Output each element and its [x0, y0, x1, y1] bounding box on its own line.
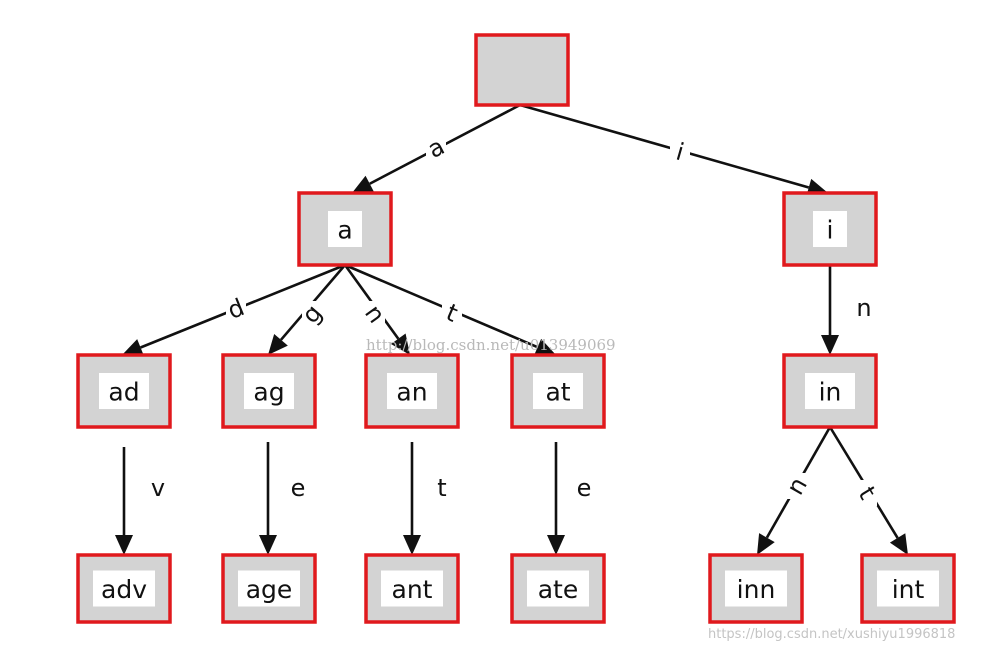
- edge-label-background: [857, 480, 877, 506]
- node-label: age: [246, 575, 293, 604]
- node-label: at: [545, 378, 570, 407]
- node-label-background: [328, 211, 362, 247]
- arrowhead-icon: [115, 535, 133, 555]
- node-label-background: [99, 373, 149, 409]
- node-in: in: [782, 353, 878, 429]
- node-ad: ad: [76, 353, 172, 429]
- node-label-background: [805, 373, 855, 409]
- node-label: in: [819, 378, 842, 407]
- node-root: [474, 33, 570, 107]
- arrowhead-icon: [757, 533, 775, 555]
- node-label-background: [381, 570, 443, 607]
- arrowhead-icon: [122, 339, 144, 356]
- edge-line: [344, 263, 539, 349]
- node-i: i: [782, 191, 878, 267]
- node-age: age: [221, 553, 317, 624]
- node-label: ant: [392, 575, 433, 604]
- arrowhead-icon: [534, 338, 556, 356]
- arrowhead-icon: [390, 333, 410, 355]
- arrowhead-icon: [268, 333, 288, 355]
- edge-label: e: [577, 474, 592, 502]
- arrowhead-icon: [259, 535, 277, 555]
- node-label: adv: [101, 575, 147, 604]
- node-ag: ag: [221, 353, 317, 429]
- watermark-center: http://blog.csdn.net/u013949069: [366, 336, 616, 354]
- node-inn: inn: [708, 553, 804, 624]
- node-box: [474, 33, 570, 107]
- edge-a-at: t: [344, 263, 556, 356]
- node-box: [221, 353, 317, 429]
- arrowhead-icon: [889, 533, 908, 555]
- node-label-background: [387, 373, 437, 409]
- edge-label-background: [442, 300, 462, 326]
- node-label: a: [337, 216, 352, 245]
- edge-label-background: [787, 473, 807, 499]
- node-a: a: [297, 191, 393, 267]
- node-label-background: [877, 570, 939, 607]
- edge-label: t: [437, 474, 446, 502]
- edge-label-background: [365, 301, 385, 327]
- node-label-background: [238, 570, 300, 607]
- node-label: ad: [108, 378, 139, 407]
- edge-i-in: n: [821, 265, 872, 355]
- edge-label-background: [226, 296, 246, 322]
- node-label-background: [527, 570, 589, 607]
- node-label-background: [244, 373, 294, 409]
- node-label: i: [827, 216, 834, 245]
- edge-ad-adv: v: [115, 447, 165, 555]
- node-at: at: [510, 353, 606, 429]
- edge-ag-age: e: [259, 442, 305, 555]
- arrowhead-icon: [547, 535, 565, 555]
- node-label: int: [892, 575, 925, 604]
- edge-a-ag: g: [268, 264, 346, 355]
- edge-line: [519, 103, 810, 189]
- edge-an-ant: t: [403, 442, 447, 555]
- edge-label: e: [291, 474, 306, 502]
- node-an: an: [364, 353, 460, 429]
- edge-a-ad: d: [122, 263, 346, 356]
- watermark-corner: https://blog.csdn.net/xushiyu1996818: [708, 627, 955, 642]
- node-label: ate: [538, 575, 579, 604]
- arrowhead-icon: [352, 175, 374, 193]
- edge-root-a: a: [352, 103, 521, 193]
- node-adv: adv: [76, 553, 172, 624]
- node-label: an: [396, 378, 427, 407]
- node-ate: ate: [510, 553, 606, 624]
- node-label-background: [93, 570, 155, 607]
- node-int: int: [860, 553, 956, 624]
- node-label: inn: [737, 575, 776, 604]
- arrowhead-icon: [821, 335, 839, 355]
- edge-root-i: i: [519, 103, 828, 197]
- node-label-background: [533, 373, 583, 409]
- arrowhead-icon: [403, 535, 421, 555]
- edge-label-background: [302, 301, 322, 327]
- edge-label-background: [670, 139, 690, 165]
- edge-in-inn: n: [757, 426, 832, 555]
- node-label-background: [725, 570, 787, 607]
- node-label-background: [813, 211, 847, 247]
- edge-in-int: t: [828, 426, 908, 555]
- edge-label-background: [426, 135, 446, 161]
- edge-label: v: [151, 474, 165, 502]
- node-label: ag: [253, 378, 284, 407]
- node-ant: ant: [364, 553, 460, 624]
- edge-at-ate: e: [547, 442, 591, 555]
- edge-label: n: [856, 294, 871, 322]
